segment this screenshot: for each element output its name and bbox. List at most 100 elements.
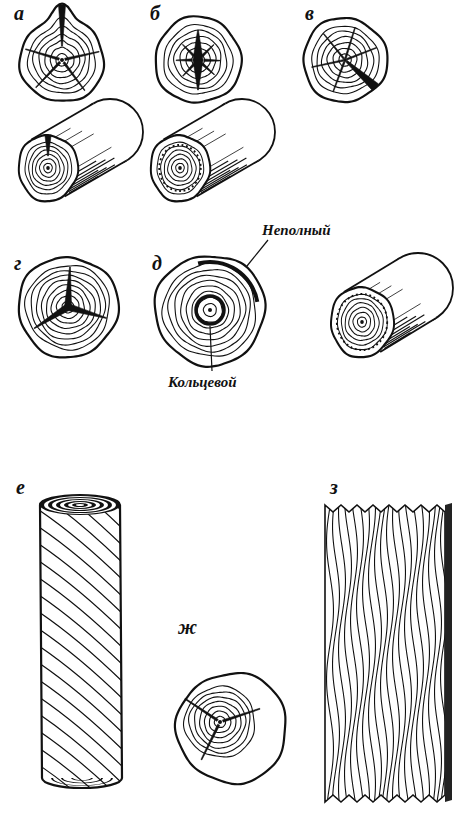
grain-line (36, 491, 126, 566)
growth-ring (44, 163, 53, 172)
callout-label: Кольцевой (168, 374, 237, 391)
outer-ring (303, 18, 387, 102)
crack (185, 698, 218, 721)
crack (65, 267, 72, 307)
growth-ring (345, 303, 379, 341)
growth-rings (25, 266, 110, 351)
log-top-face (42, 496, 118, 515)
growth-ring (71, 778, 93, 781)
grain-line (417, 500, 424, 806)
crack (182, 44, 194, 56)
crack (222, 708, 260, 722)
crack (202, 63, 215, 75)
growth-ring (349, 307, 375, 336)
pith (178, 166, 182, 170)
growth-ring (195, 697, 246, 748)
callout-label: Неполный (262, 222, 331, 239)
figure-letter: б (150, 2, 160, 24)
outer-ring (331, 287, 394, 357)
crack (59, 5, 66, 46)
grain-line (36, 678, 126, 753)
dotted-ring (337, 294, 387, 350)
growth-ring (51, 778, 113, 786)
ring-shake (196, 296, 224, 324)
growth-ring (353, 312, 371, 332)
grain-line (36, 593, 126, 668)
pith (208, 308, 212, 312)
growth-rings (337, 294, 387, 349)
log-edge (31, 103, 93, 139)
grain-line (36, 644, 126, 719)
grain-line (36, 746, 126, 816)
grain-line (36, 763, 126, 816)
leader-line (210, 326, 212, 371)
log-edge (163, 103, 225, 139)
growth-ring (39, 159, 55, 177)
grain-line (36, 661, 126, 736)
crack (183, 64, 195, 77)
cross-section (151, 135, 210, 201)
spiral-grain (36, 440, 126, 816)
growth-ring (184, 686, 255, 757)
grain-line (351, 500, 358, 806)
grain-line (36, 474, 126, 549)
growth-ring (341, 299, 383, 345)
grain-line (393, 500, 400, 806)
outer-ring (175, 673, 285, 784)
grain-line (36, 559, 126, 634)
crack (193, 30, 203, 60)
figure-letter: з (330, 476, 338, 498)
log-bottom-face (51, 778, 113, 786)
dotted-ring (159, 145, 201, 191)
grain-line (423, 500, 430, 806)
growth-rings (164, 25, 233, 94)
log-drawing (19, 99, 143, 201)
growth-ring (25, 266, 110, 351)
cross-section (155, 257, 266, 367)
growth-ring (58, 500, 102, 511)
crack (347, 47, 377, 60)
crack (312, 60, 344, 68)
log-outline (40, 495, 122, 788)
log-drawing (151, 99, 275, 201)
growth-ring (203, 304, 216, 317)
crack (193, 60, 203, 90)
figure-letter: а (14, 2, 24, 24)
grain-line (36, 627, 126, 702)
cross-section (19, 257, 119, 357)
growth-rings (157, 142, 204, 194)
grain-line (36, 729, 126, 804)
wavy-grain (327, 500, 448, 806)
crack (323, 33, 344, 59)
board-edge (445, 503, 452, 802)
board-outline (325, 505, 445, 802)
grain-line (339, 500, 346, 806)
cross-section (156, 16, 242, 102)
figure-v (303, 18, 387, 102)
crack (201, 724, 220, 760)
growth-ring (357, 317, 366, 327)
growth-ring (204, 706, 236, 738)
growth-ring (168, 270, 251, 352)
cross-section (331, 287, 394, 357)
growth-ring (171, 159, 187, 177)
figure-a (19, 4, 143, 202)
figure-z (325, 500, 452, 806)
figure-d (155, 240, 453, 371)
grain-line (381, 500, 388, 806)
grain-line (36, 610, 126, 685)
log-drawing (331, 253, 453, 357)
crack (45, 135, 51, 156)
pith (60, 58, 64, 62)
grain-line (36, 695, 126, 770)
grain-line (363, 500, 370, 806)
growth-ring (66, 502, 94, 509)
crack (34, 304, 70, 329)
growth-ring (176, 163, 185, 172)
figure-g (19, 257, 119, 357)
crack (36, 61, 61, 88)
crack (67, 304, 107, 319)
figure-letter: ж (178, 616, 197, 638)
crack (204, 59, 220, 61)
